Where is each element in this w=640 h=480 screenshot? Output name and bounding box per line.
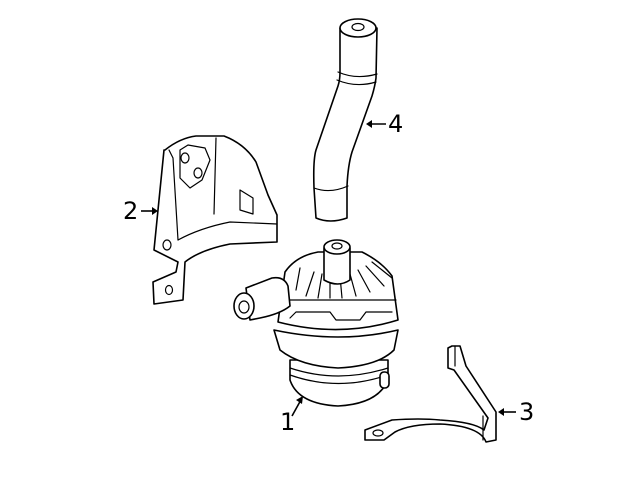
callout-4: 4: [388, 110, 404, 138]
part-3-strap[interactable]: [364, 345, 497, 443]
part-1-water-pump[interactable]: [233, 239, 399, 407]
part-2-bracket[interactable]: [152, 135, 278, 305]
callout-1: 1: [280, 408, 296, 436]
callout-2: 2: [123, 197, 139, 225]
part-4-hose[interactable]: [312, 18, 378, 222]
callout-3: 3: [519, 398, 535, 426]
